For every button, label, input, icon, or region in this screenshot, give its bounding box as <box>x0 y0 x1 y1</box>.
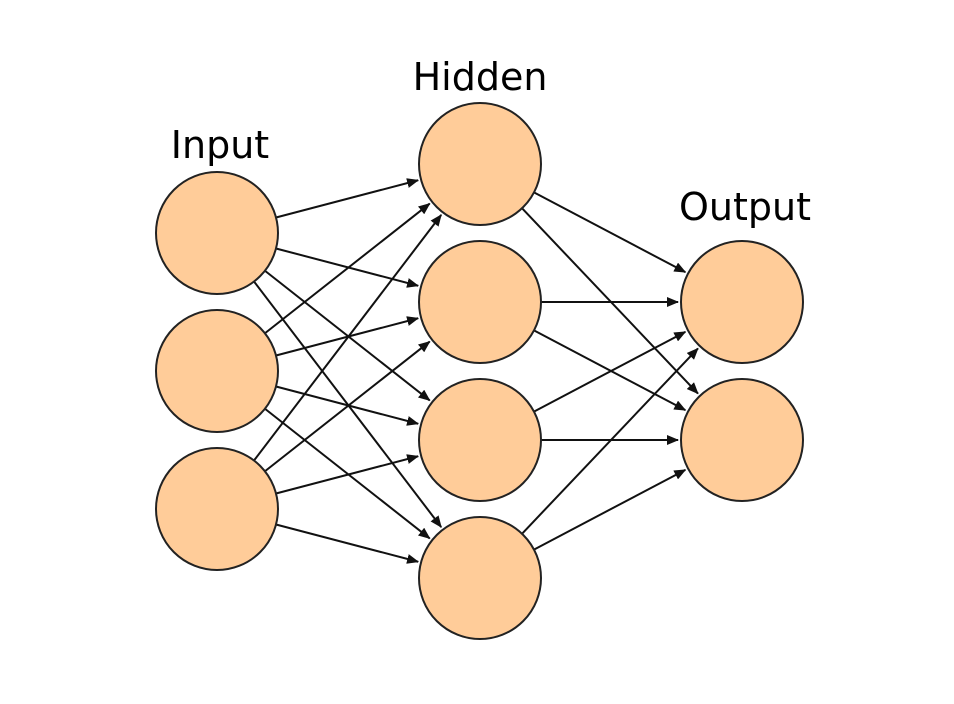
edge-hidden-1-to-output-1 <box>533 191 687 274</box>
edge-hidden-2-to-output-2 <box>533 329 687 412</box>
node-output-1 <box>680 240 804 364</box>
edge-input-3-to-hidden-3 <box>275 454 420 495</box>
edge-input-1-to-hidden-1 <box>275 178 420 219</box>
edge-input-2-to-hidden-3 <box>275 385 420 426</box>
edge-input-3-to-hidden-4 <box>275 523 420 564</box>
node-hidden-1 <box>418 102 542 226</box>
layer-label-output: Output <box>679 185 811 229</box>
node-input-2 <box>155 309 279 433</box>
edge-hidden-4-to-output-1 <box>521 347 699 535</box>
neurons <box>155 102 804 640</box>
edge-hidden-1-to-output-2 <box>521 207 699 395</box>
layer-label-input: Input <box>171 123 269 167</box>
edge-input-1-to-hidden-3 <box>264 269 431 402</box>
node-hidden-3 <box>418 378 542 502</box>
edge-input-3-to-hidden-1 <box>253 214 442 462</box>
node-hidden-4 <box>418 516 542 640</box>
edge-input-3-to-hidden-2 <box>264 340 431 473</box>
node-input-3 <box>155 447 279 571</box>
connections <box>253 178 699 564</box>
edge-hidden-3-to-output-1 <box>533 330 687 413</box>
edge-hidden-4-to-output-2 <box>533 468 687 551</box>
edge-input-1-to-hidden-2 <box>275 247 420 288</box>
layer-label-hidden: Hidden <box>413 55 548 99</box>
edge-input-2-to-hidden-4 <box>264 407 431 540</box>
node-hidden-2 <box>418 240 542 364</box>
edge-input-2-to-hidden-1 <box>264 202 431 335</box>
node-input-1 <box>155 171 279 295</box>
node-output-2 <box>680 378 804 502</box>
